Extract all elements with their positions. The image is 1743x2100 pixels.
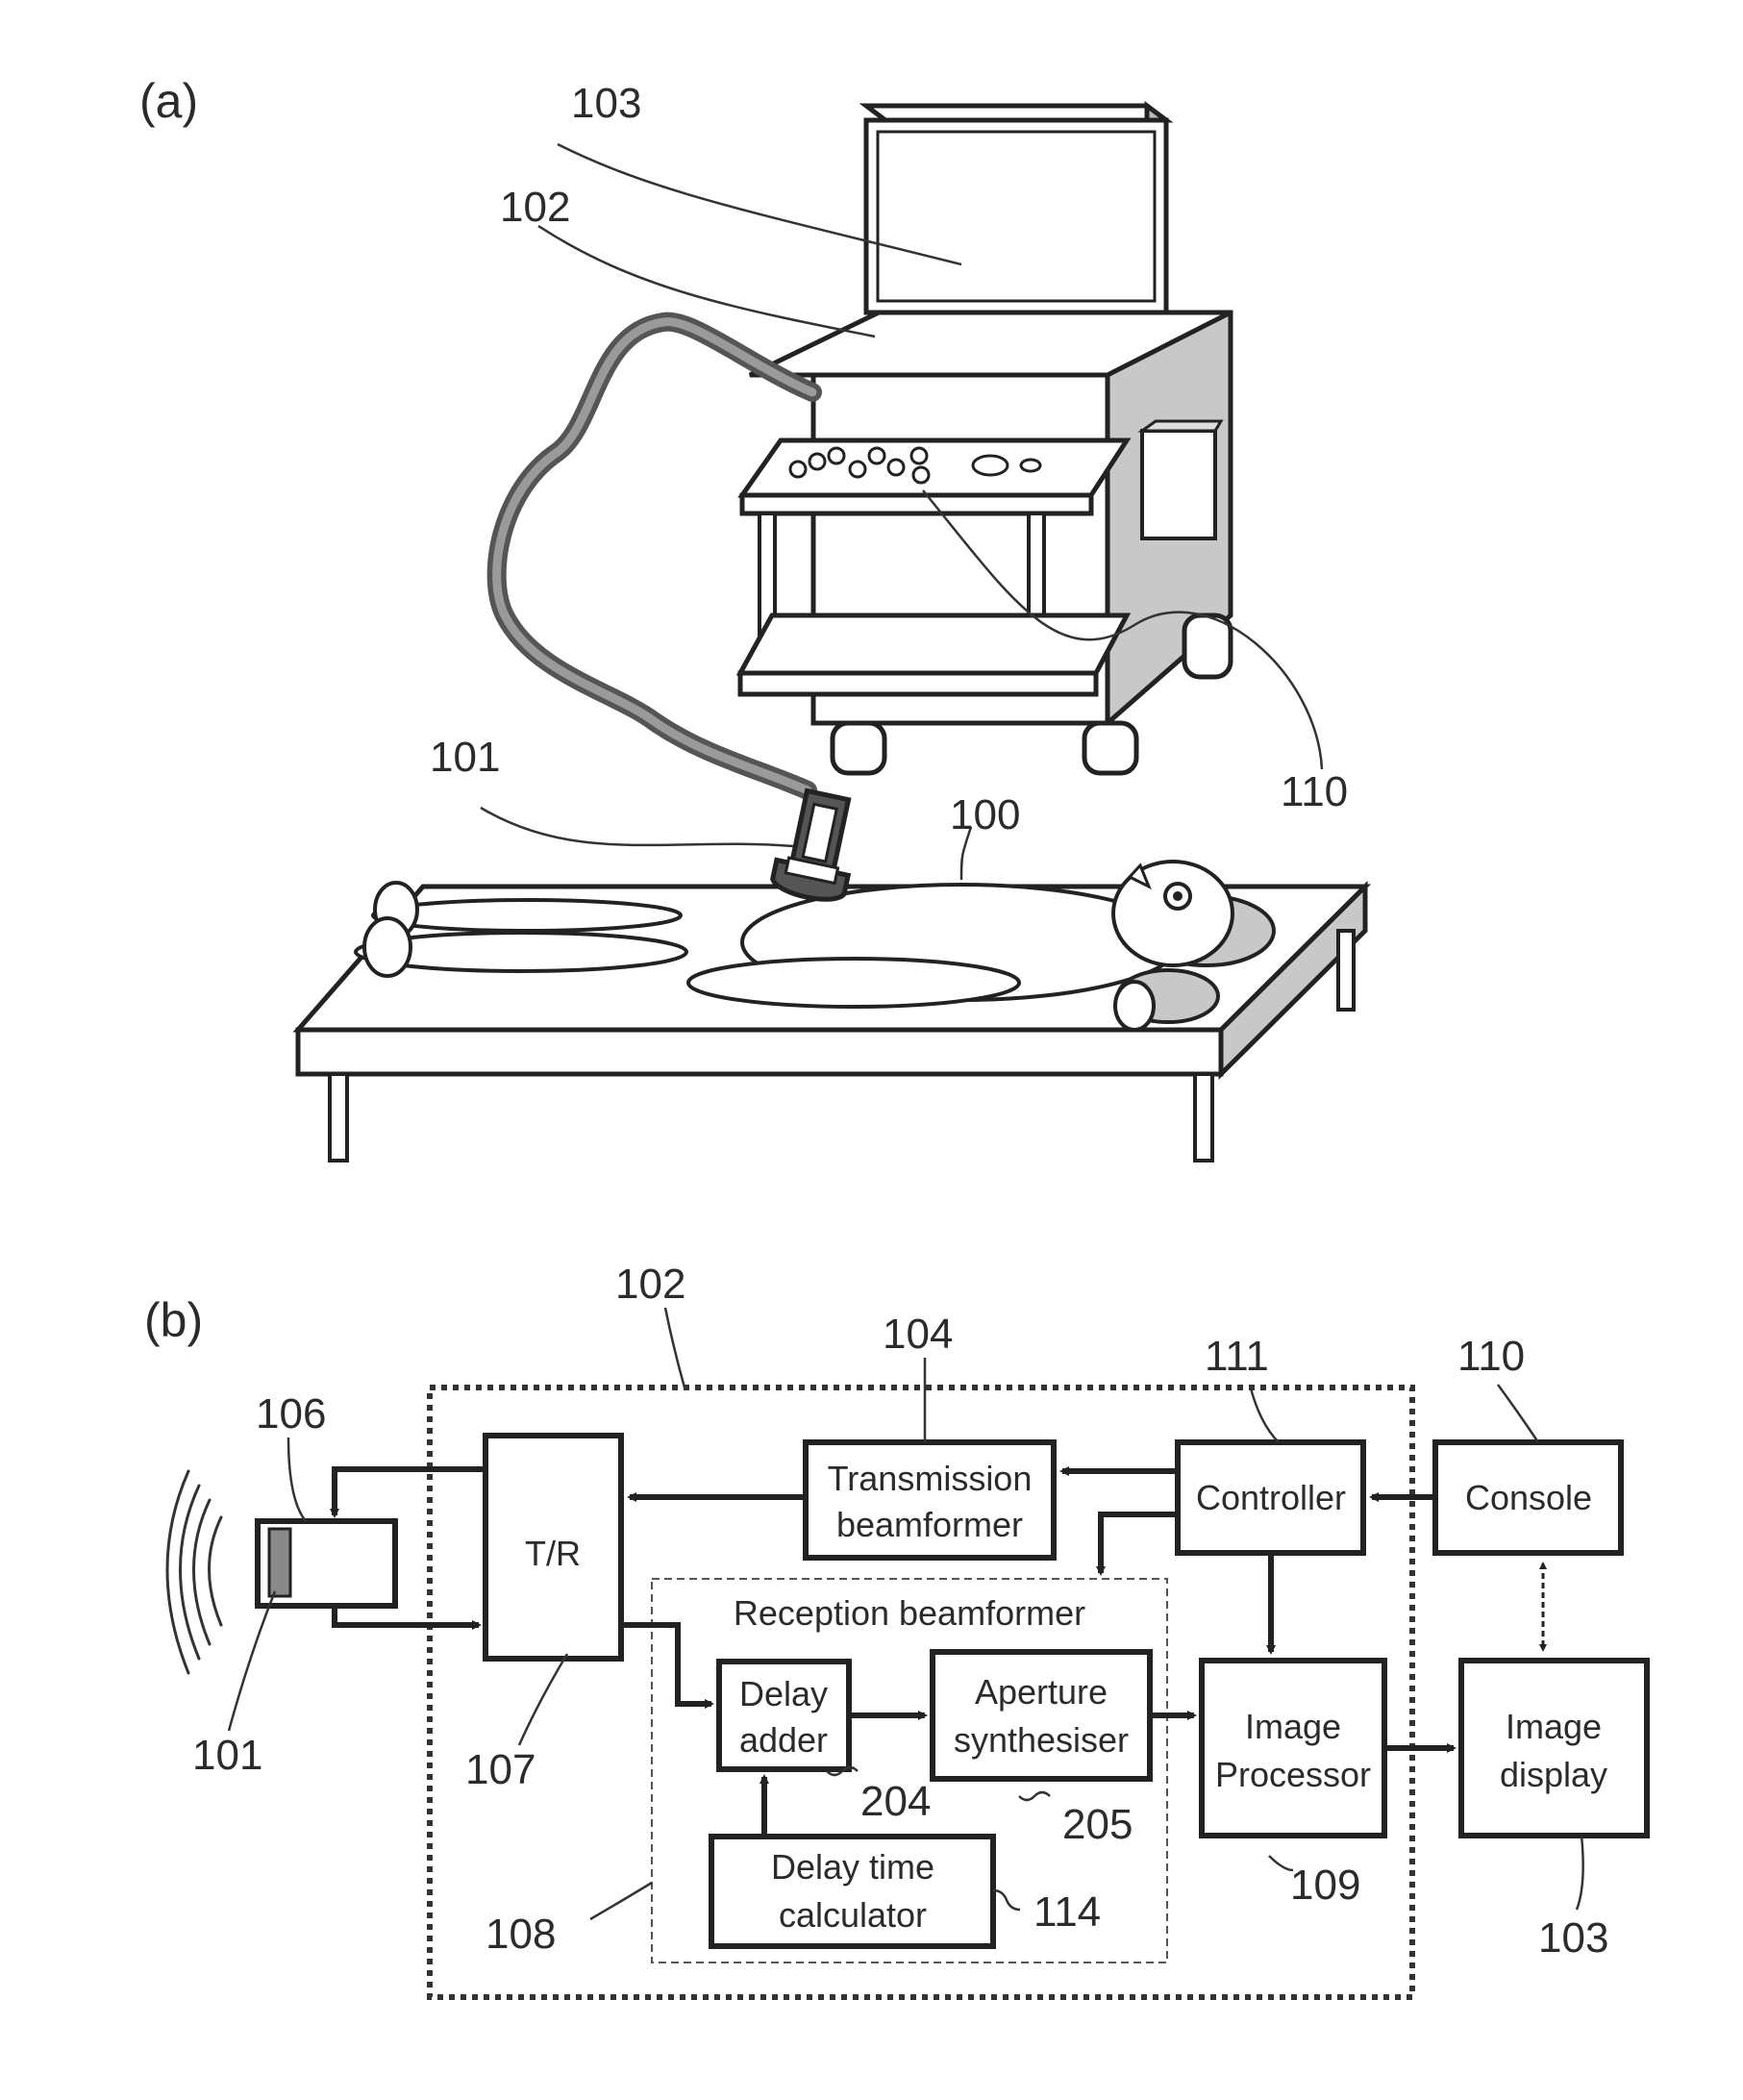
ref-aperture-synthesiser: 205 [1062, 1801, 1133, 1848]
ref-tr: 107 [465, 1746, 535, 1793]
ref-image-display: 103 [1538, 1914, 1608, 1962]
console-label: Console [1465, 1478, 1592, 1517]
delay-time-calculator-line1: Delay time [771, 1847, 934, 1887]
ref-probe-element: 101 [192, 1732, 262, 1779]
probe-element [167, 1471, 395, 1673]
image-display-line2: display [1500, 1755, 1607, 1794]
ref-probe: 101 [430, 734, 500, 781]
delay-time-calculator-line2: calculator [779, 1895, 927, 1935]
tr-label: T/R [525, 1534, 581, 1573]
ref-reception-beamformer: 108 [486, 1911, 556, 1958]
image-processor-line2: Processor [1215, 1755, 1371, 1794]
aperture-synthesiser-block [933, 1652, 1150, 1779]
image-processor-block [1202, 1661, 1384, 1836]
ref-transmission-beamformer: 104 [883, 1311, 953, 1358]
ref-subject: 100 [950, 791, 1020, 838]
ref-delay-time-calculator: 114 [1033, 1888, 1101, 1936]
image-processor-line1: Image [1245, 1707, 1341, 1746]
ref-controller: 111 [1205, 1333, 1269, 1380]
image-display-line1: Image [1506, 1707, 1602, 1746]
panel-a-label: (a) [139, 74, 198, 128]
ref-console: 110 [1281, 768, 1348, 815]
panel-b-label: (b) [144, 1293, 203, 1347]
ref-main-unit: 102 [500, 184, 570, 231]
ref-delay-adder: 204 [860, 1778, 931, 1825]
delay-adder-line1: Delay [739, 1674, 828, 1713]
transmission-beamformer-line1: Transmission [828, 1459, 1033, 1498]
ultrasound-cart [740, 312, 1231, 773]
reception-beamformer-title: Reception beamformer [734, 1593, 1085, 1633]
aperture-synthesiser-line1: Aperture [975, 1672, 1108, 1712]
panel-b: (b) 102 Reception beamformer 106 101 T/R… [144, 1261, 1647, 1997]
ref-monitor: 103 [571, 80, 641, 127]
controller-label: Controller [1196, 1478, 1346, 1517]
transmission-beamformer-line2: beamformer [836, 1505, 1023, 1544]
aperture-synthesiser-line2: synthesiser [954, 1720, 1129, 1760]
ref-probe-housing: 106 [256, 1390, 326, 1438]
panel-a: (a) [139, 74, 1365, 1161]
ref-main-unit-b: 102 [615, 1261, 685, 1308]
image-display-block [1461, 1661, 1647, 1836]
ref-console-b: 110 [1457, 1333, 1525, 1380]
ref-image-processor: 109 [1290, 1862, 1360, 1909]
delay-adder-line2: adder [739, 1720, 828, 1760]
